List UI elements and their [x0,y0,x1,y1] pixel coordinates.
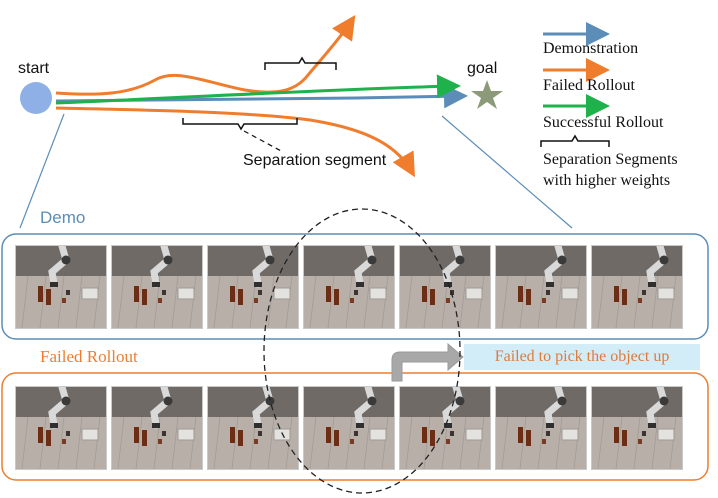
separation-pointer [243,130,284,153]
demo-frame [303,245,395,329]
legend-failed-label: Failed Rollout [543,77,635,94]
successful-rollout-trajectory [55,74,461,105]
legend-successful-label: Successful Rollout [543,114,664,131]
failed-frame [303,386,395,470]
start-label: start [18,60,50,77]
demo-frame [111,245,203,329]
legend-demonstration-label: Demonstration [543,40,639,57]
demo-frame [399,245,491,329]
legend-brace-label-line2: with higher weights [543,172,671,189]
failed-frame [15,386,107,470]
failed-panel-title: Failed Rollout [40,347,138,366]
legend-brace [540,134,610,147]
start-connector-line [19,113,65,229]
failed-rollout-trajectory-upper [55,15,356,96]
failed-frame [207,386,299,470]
separation-brace-lower [182,118,298,131]
failed-frame [399,386,491,470]
demo-frame [495,245,587,329]
demo-frame [15,245,107,329]
goal-connector-line [441,115,573,229]
goal-star [471,80,503,109]
failed-frame [495,386,587,470]
start-node [20,82,52,114]
legend-brace-label-line1: Separation Segments [543,151,678,168]
demo-panel-title: Demo [40,208,86,227]
separation-brace-upper [264,56,337,70]
failed-frame [111,386,203,470]
demo-frame [207,245,299,329]
failure-arrow [391,342,464,382]
demo-frame [591,245,683,329]
failed-rollout-trajectory-lower [55,106,415,178]
failure-note: Failed to pick the object up [464,344,700,370]
separation-segment-label: Separation segment [243,152,387,169]
goal-label: goal [467,60,498,77]
failed-frame [591,386,683,470]
